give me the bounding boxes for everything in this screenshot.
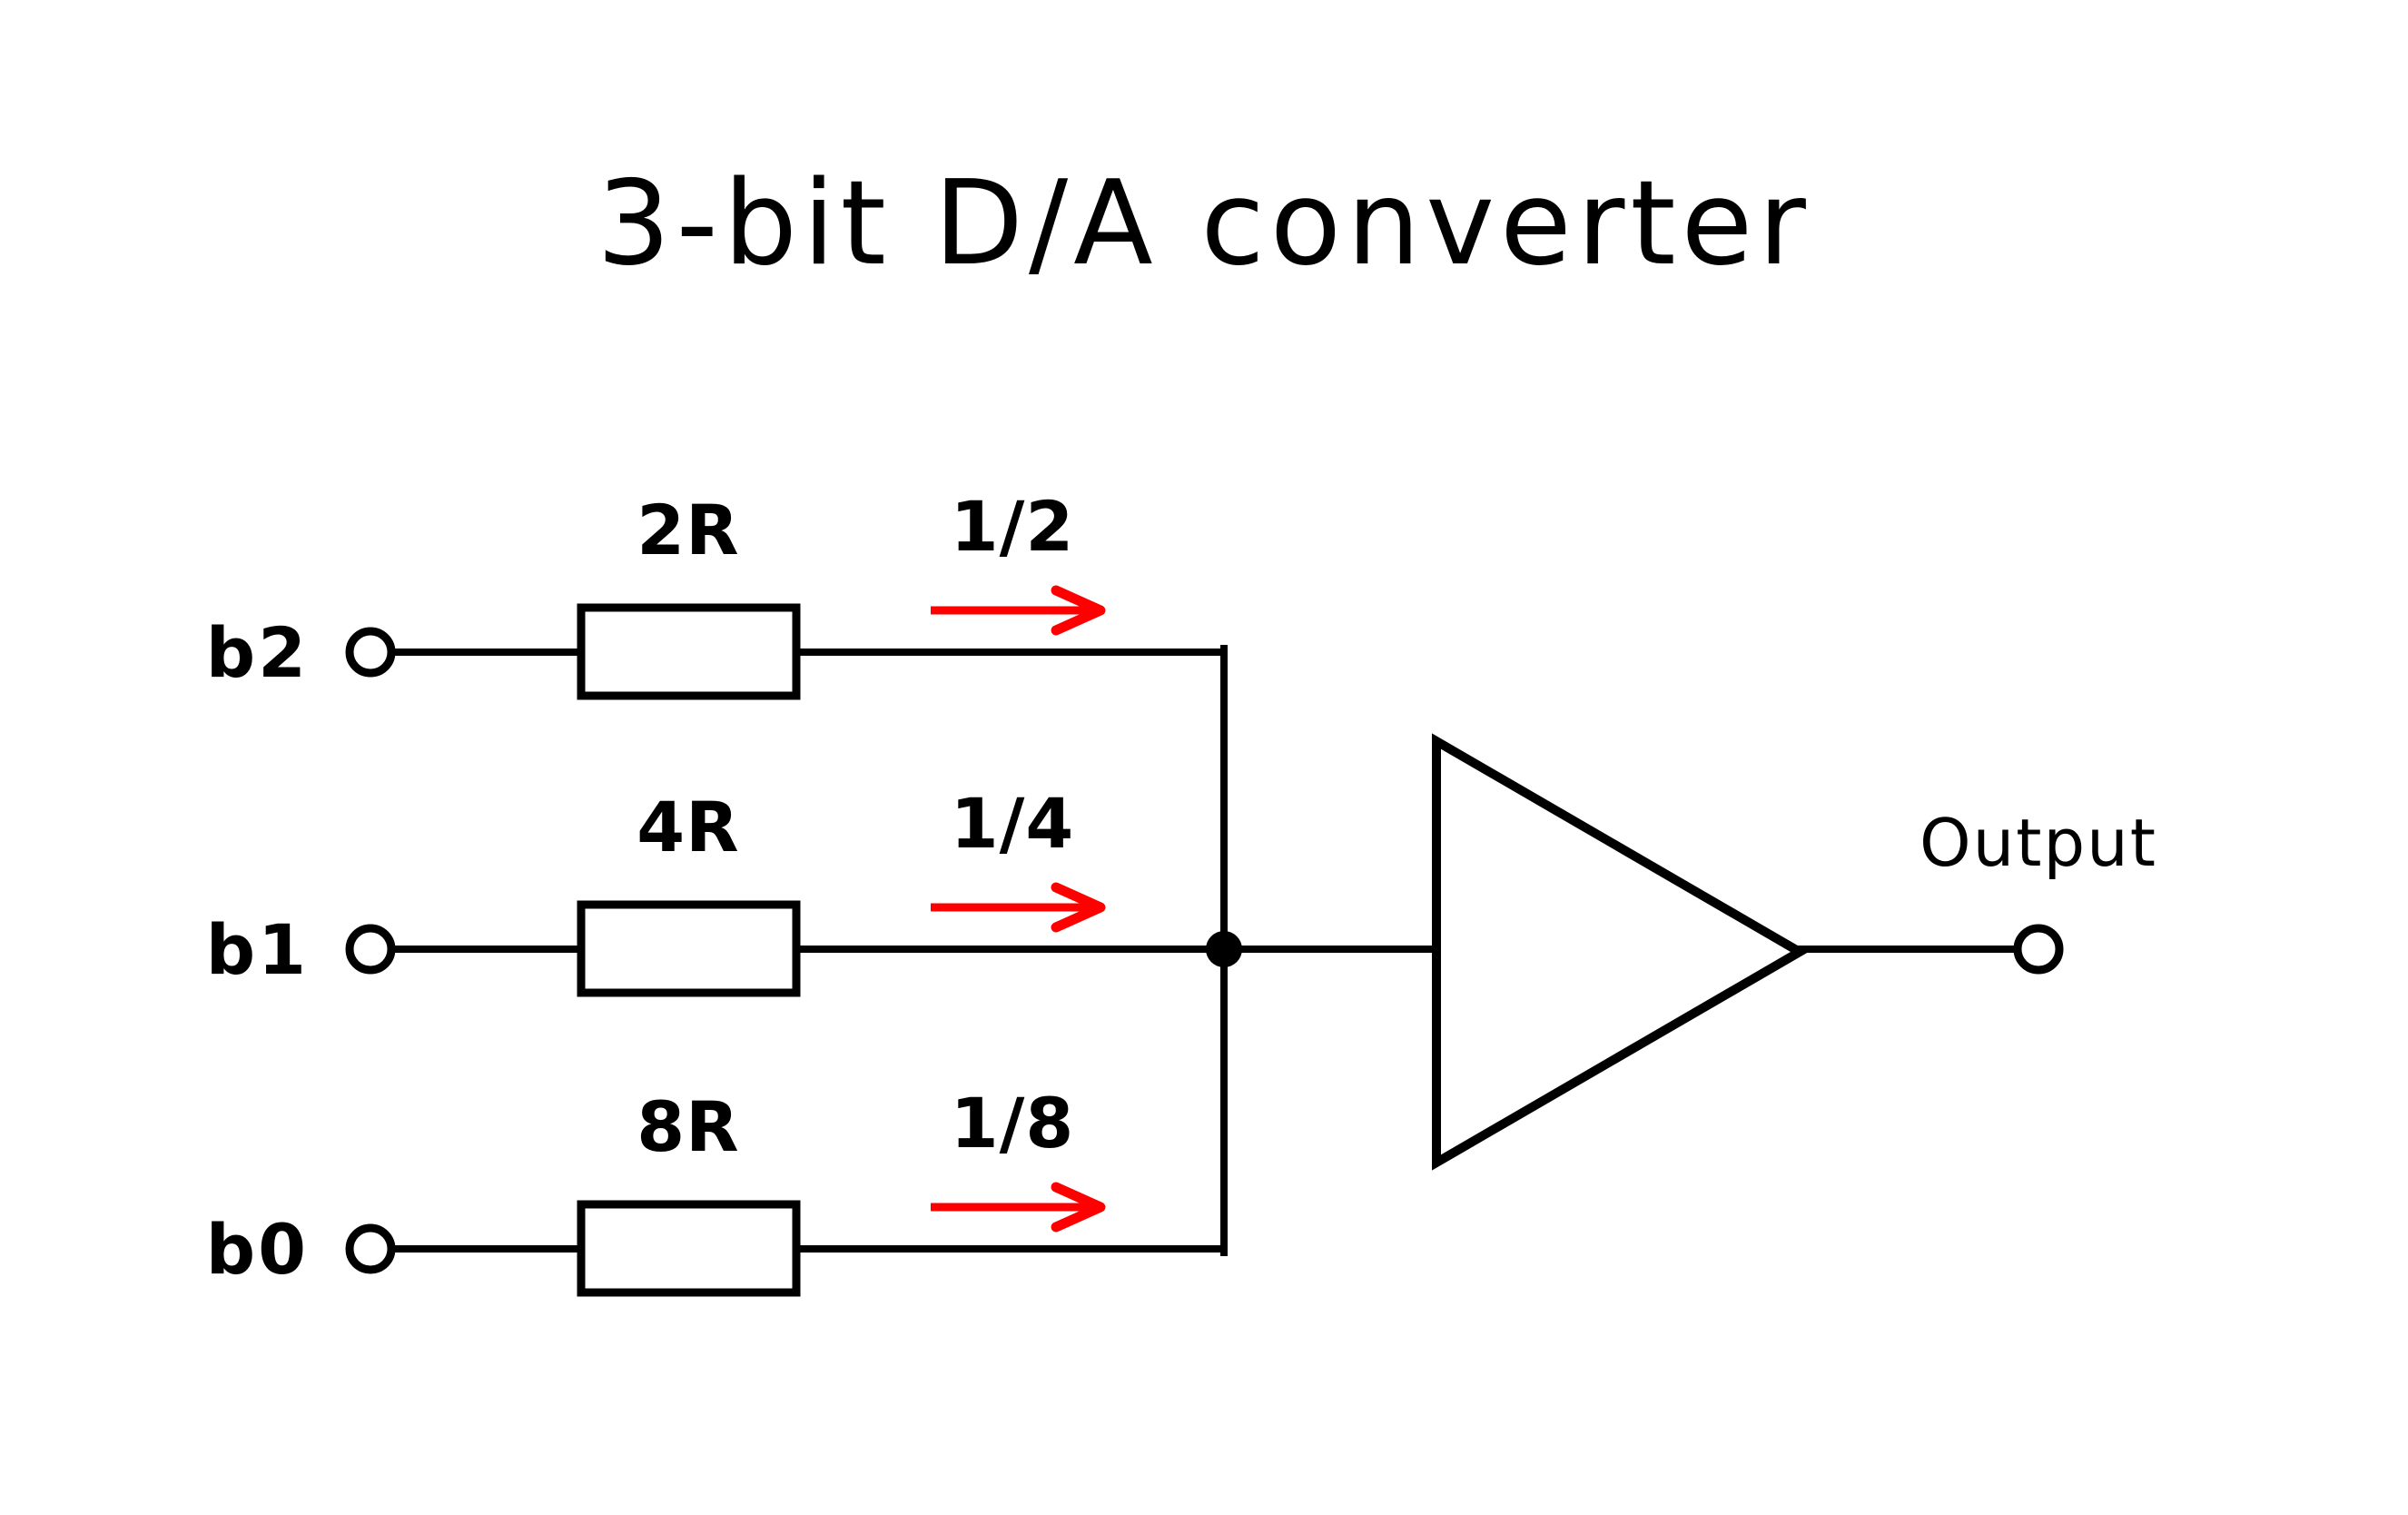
current-label-half: 1/2 <box>951 486 1075 567</box>
current-label-quarter: 1/4 <box>951 783 1075 864</box>
resistor-8r[interactable] <box>577 1200 801 1297</box>
input-row-b2: b2 2R 1/2 <box>206 486 1228 700</box>
current-arrow-b0 <box>931 1182 1106 1233</box>
output-terminal[interactable] <box>2013 924 2064 975</box>
bit-label-b2: b2 <box>206 612 309 693</box>
current-arrow-head-b1 <box>1051 882 1106 933</box>
resistor-label-4r: 4R <box>637 787 739 867</box>
input-terminal-b0[interactable] <box>345 1223 396 1274</box>
current-arrow-b1 <box>931 882 1106 933</box>
input-terminal-b2[interactable] <box>345 627 396 678</box>
output-label: Output <box>1919 805 2157 881</box>
current-arrow-head-b2 <box>1051 585 1106 636</box>
resistor-2r[interactable] <box>577 603 801 700</box>
input-terminal-b1[interactable] <box>345 924 396 975</box>
input-row-b1: b1 4R 1/4 <box>206 783 1440 997</box>
current-arrow-b2 <box>931 585 1106 636</box>
diagram-title: 3-bit D/A converter <box>597 156 1811 292</box>
summing-junction-dot <box>1206 931 1242 967</box>
resistor-label-2r: 2R <box>637 490 739 570</box>
current-arrow-head-b0 <box>1051 1182 1106 1233</box>
bit-label-b0: b0 <box>206 1209 309 1290</box>
bit-label-b1: b1 <box>206 909 309 990</box>
resistor-label-8r: 8R <box>637 1086 739 1167</box>
current-label-eighth: 1/8 <box>951 1083 1075 1163</box>
amplifier-triangle[interactable] <box>1432 733 1809 1171</box>
input-row-b0: b0 8R 1/8 <box>206 1083 1228 1297</box>
resistor-4r[interactable] <box>577 900 801 997</box>
